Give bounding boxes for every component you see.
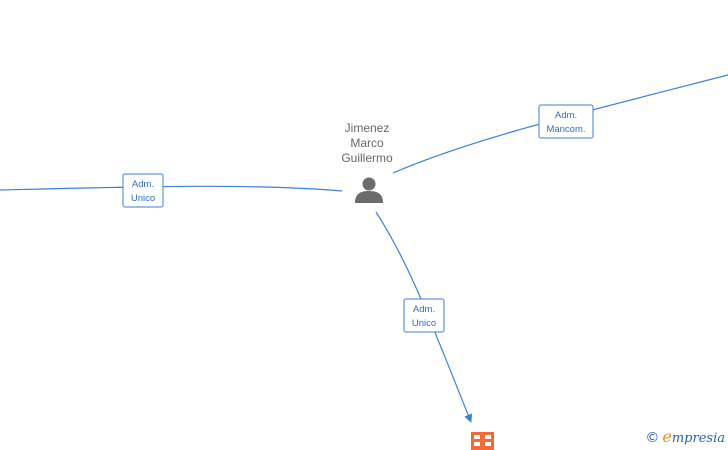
- edge-top-right: [392, 74, 728, 174]
- person-name-line2: Marco: [350, 136, 384, 150]
- copyright-symbol: ©: [645, 430, 660, 446]
- edge-label-company-line2: Unico: [412, 318, 436, 329]
- edge-label-left[interactable]: Adm. Unico: [122, 173, 164, 208]
- edge-label-company[interactable]: Adm. Unico: [403, 298, 445, 333]
- person-name-line1: Jimenez: [344, 121, 390, 135]
- edge-label-left-line2: Unico: [131, 193, 155, 204]
- edge-label-top-right-line2: Mancom.: [546, 124, 585, 135]
- watermark-rest: mpresia: [671, 431, 725, 446]
- edge-label-left-line1: Adm.: [132, 179, 154, 190]
- building-icon[interactable]: [471, 432, 494, 450]
- empresia-watermark: ©empresia: [645, 427, 725, 446]
- edge-left: [0, 185, 343, 192]
- edge-label-company-line1: Adm.: [413, 304, 435, 315]
- edge-label-top-right[interactable]: Adm. Mancom.: [538, 104, 594, 139]
- person-name[interactable]: Jimenez Marco Guillermo: [326, 121, 408, 166]
- edge-label-top-right-line1: Adm.: [555, 110, 577, 121]
- watermark-first-letter: e: [662, 427, 672, 446]
- person-icon[interactable]: [355, 177, 383, 204]
- person-name-line3: Guillermo: [341, 151, 393, 165]
